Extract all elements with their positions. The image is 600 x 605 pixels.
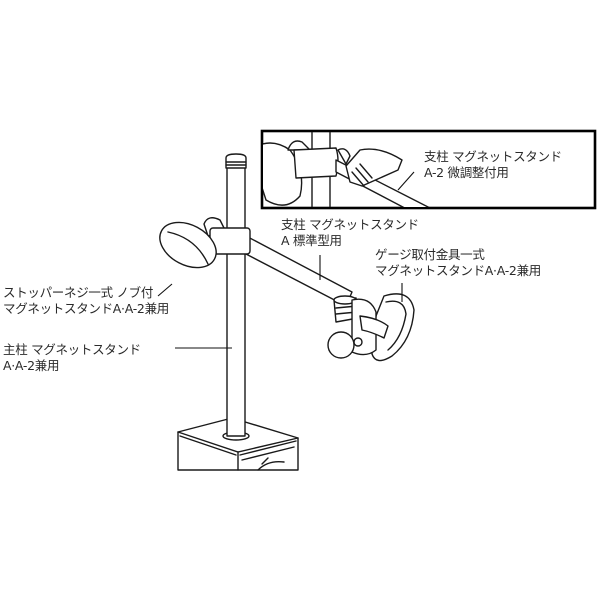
label-gauge-holder-line1: ゲージ取付金具一式 <box>375 247 485 262</box>
label-inset-post-line2: A-2 微調整付用 <box>424 165 509 180</box>
magnet-base <box>177 417 299 471</box>
label-main-post-line1: 主柱 マグネットスタンド <box>3 342 141 357</box>
label-inset-post-line1: 支柱 マグネットスタンド <box>424 149 562 164</box>
label-inset-post: 支柱 マグネットスタンド A-2 微調整付用 <box>424 149 562 181</box>
label-gauge-holder: ゲージ取付金具一式 マグネットスタンドA·A-2兼用 <box>375 247 541 279</box>
label-gauge-holder-line2: マグネットスタンドA·A-2兼用 <box>375 263 541 278</box>
inset-detail-box <box>260 129 597 210</box>
leader-stopper <box>157 283 173 297</box>
leader-lines <box>157 255 403 349</box>
gauge-holder <box>327 293 415 362</box>
label-stopper-screw-line1: ストッパーネジ一式 ノブ付 <box>3 285 154 300</box>
stopper-knob <box>159 221 217 269</box>
leader-inset <box>397 171 415 191</box>
main-post <box>222 153 250 441</box>
label-post-standard-line1: 支柱 マグネットスタンド <box>281 217 419 232</box>
label-post-standard: 支柱 マグネットスタンド A 標準型用 <box>281 217 419 249</box>
label-main-post: 主柱 マグネットスタンド A·A-2兼用 <box>3 342 141 374</box>
post-clamp <box>203 217 251 255</box>
label-post-standard-line2: A 標準型用 <box>281 233 342 248</box>
label-main-post-line2: A·A-2兼用 <box>3 358 60 373</box>
label-stopper-screw-line2: マグネットスタンドA·A-2兼用 <box>3 301 169 316</box>
label-stopper-screw: ストッパーネジ一式 ノブ付 マグネットスタンドA·A-2兼用 <box>3 285 169 317</box>
